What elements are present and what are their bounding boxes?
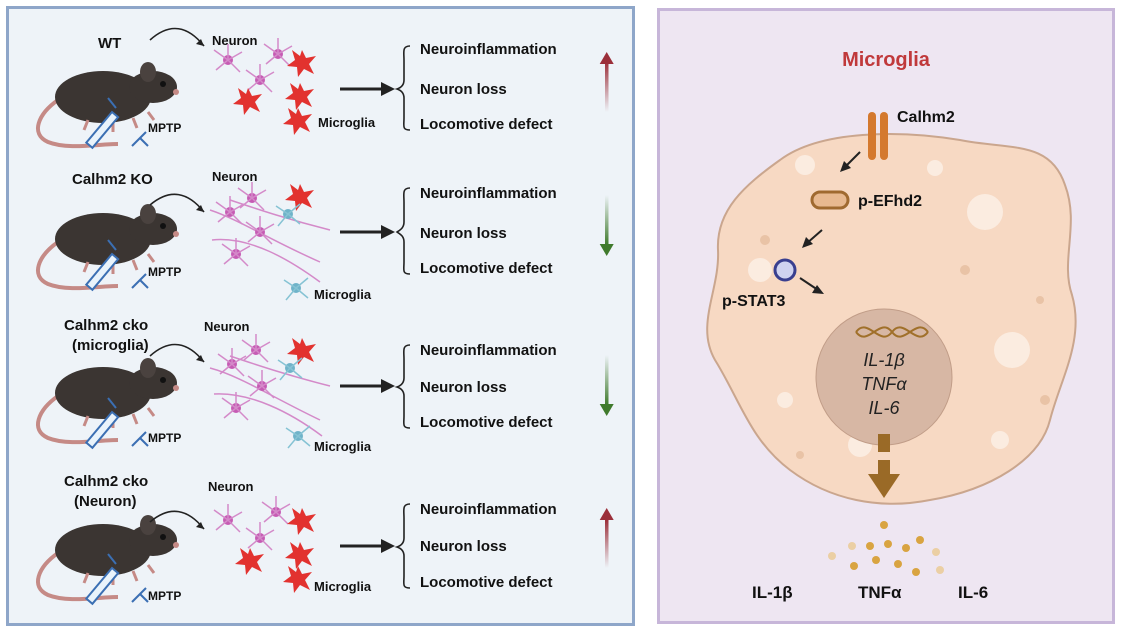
row-3-condition-line1: Calhm2 cko — [64, 317, 149, 334]
row-4-graphics — [35, 495, 614, 605]
cytokine-dots — [828, 521, 944, 576]
row-1-outcome-2: Neuron loss — [420, 81, 507, 98]
row-3-neuron-label: Neuron — [204, 319, 250, 334]
row-3-mptp-label: MPTP — [148, 431, 182, 445]
gene-il1b: IL-1β — [863, 350, 905, 370]
row-2-outcome-1: Neuroinflammation — [420, 185, 557, 202]
calhm2-channel-icon — [868, 112, 888, 160]
secreted-il1b: IL-1β — [752, 583, 793, 602]
gene-tnfa: TNFα — [861, 374, 907, 394]
row-3-outcome-3: Locomotive defect — [420, 414, 553, 431]
row-4-outcome-3: Locomotive defect — [420, 574, 553, 591]
row-2-mptp-label: MPTP — [148, 265, 182, 279]
row-1-neuron-label: Neuron — [212, 33, 258, 48]
row-1-outcome-3: Locomotive defect — [420, 116, 553, 133]
row-2-condition: Calhm2 KO — [72, 171, 153, 188]
row-1-condition: WT — [98, 35, 122, 52]
row-4-condition-line1: Calhm2 cko — [64, 473, 149, 490]
row-3-graphics — [35, 333, 614, 449]
row-4-outcome-1: Neuroinflammation — [420, 501, 557, 518]
row-3-outcome-1: Neuroinflammation — [420, 342, 557, 359]
secreted-tnfa: TNFα — [858, 583, 902, 602]
calhm2-label: Calhm2 — [897, 109, 955, 126]
row-2-microglia-label: Microglia — [314, 287, 372, 302]
row-3-condition-line2: (microglia) — [72, 337, 149, 354]
row-1-mptp-label: MPTP — [148, 121, 182, 135]
row-4-mptp-label: MPTP — [148, 589, 182, 603]
pstat3-label: p-STAT3 — [722, 293, 786, 310]
row-2-graphics — [35, 181, 614, 301]
row-2-outcome-2: Neuron loss — [420, 225, 507, 242]
row-3-outcome-2: Neuron loss — [420, 379, 507, 396]
row-4-microglia-label: Microglia — [314, 579, 372, 594]
row-4-neuron-label: Neuron — [208, 479, 254, 494]
pefhd2-icon — [810, 190, 850, 210]
pstat3-icon — [773, 258, 797, 282]
row-1-microglia-label: Microglia — [318, 115, 376, 130]
row-4-outcome-2: Neuron loss — [420, 538, 507, 555]
gene-il6: IL-6 — [868, 398, 900, 418]
row-2-neuron-label: Neuron — [212, 169, 258, 184]
secreted-il6: IL-6 — [958, 583, 989, 602]
pefhd2-label: p-EFhd2 — [858, 193, 922, 210]
microglia-title: Microglia — [842, 49, 930, 71]
row-2-outcome-3: Locomotive defect — [420, 260, 553, 277]
row-1-graphics — [35, 27, 614, 149]
row-1-outcome-1: Neuroinflammation — [420, 41, 557, 58]
row-3-microglia-label: Microglia — [314, 439, 372, 454]
row-4-condition-line2: (Neuron) — [74, 493, 137, 510]
